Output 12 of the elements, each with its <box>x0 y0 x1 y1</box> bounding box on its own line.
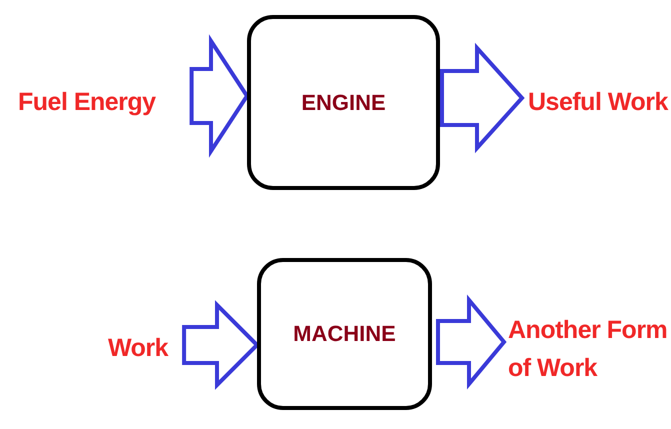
flow-label: Work <box>108 330 168 368</box>
box-label: MACHINE <box>293 321 396 347</box>
block-arrow <box>440 42 525 154</box>
flow-label: Useful Work <box>528 84 668 122</box>
flow-label: Another Form of Work <box>508 312 668 387</box>
process-box <box>257 258 432 410</box>
block-arrow <box>182 300 260 390</box>
process-box <box>247 15 440 190</box>
block-arrow <box>190 34 250 158</box>
block-arrow <box>436 294 507 390</box>
box-label: ENGINE <box>301 90 386 116</box>
flow-label: Fuel Energy <box>18 84 156 122</box>
